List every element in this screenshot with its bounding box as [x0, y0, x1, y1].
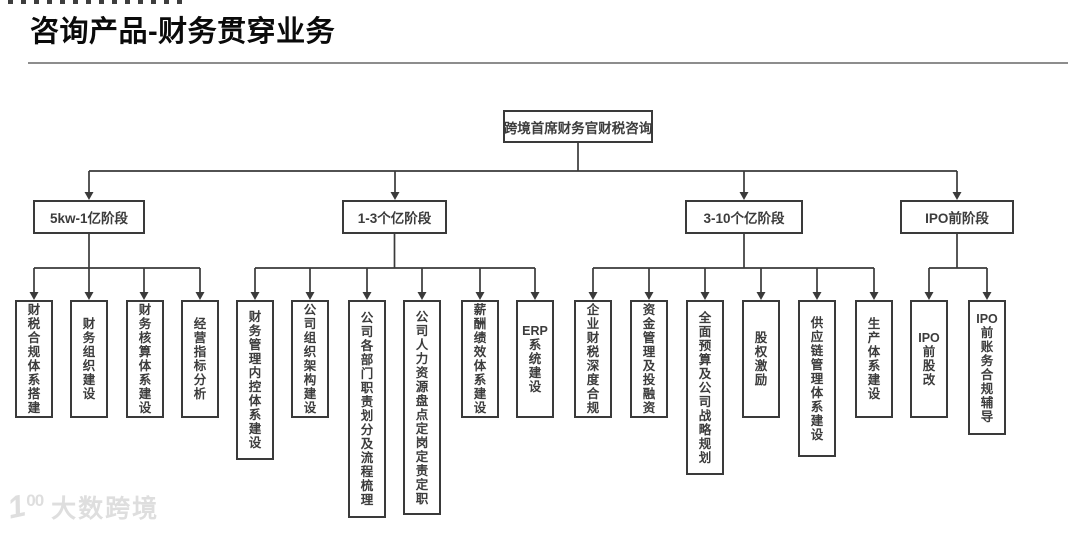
leaf-label: 财税合规体系搭建 [27, 303, 41, 415]
leaf-label: 企业财税深度合规 [586, 303, 600, 415]
stage-node-pre-ipo: IPO前阶段 [900, 200, 1014, 234]
leaf-label: 财务组织建设 [82, 317, 96, 401]
group1-bus-line [33, 234, 201, 292]
leaf-node: 企业财税深度合规 [574, 300, 612, 418]
leaf-node: 公司人力资源盘点定岗定责定职 [403, 300, 441, 515]
leaf-node: 公司各部门职责划分及流程梳理 [348, 300, 386, 518]
stage-node-3-10yi: 3-10个亿阶段 [685, 200, 803, 234]
leaf-node: 生产体系建设 [855, 300, 893, 418]
leaf-node: 资金管理及投融资 [630, 300, 668, 418]
root-bus-line [88, 143, 958, 192]
leaf-node: 供应链管理体系建设 [798, 300, 836, 457]
watermark-brand-text: 大数跨境 [51, 495, 160, 523]
group3-bus-line [592, 234, 875, 292]
group4-bus-line [928, 234, 988, 292]
group2-bus-line [254, 234, 536, 292]
leaf-label: 资金管理及投融资 [642, 303, 656, 415]
leaf-node: 财务核算体系建设 [126, 300, 164, 418]
root-node: 跨境首席财务官财税咨询 [503, 110, 653, 143]
leaf-node: 全面预算及公司战略规划 [686, 300, 724, 475]
leaf-label: 供应链管理体系建设 [810, 315, 824, 442]
leaf-label: 财务核算体系建设 [138, 303, 152, 415]
page-title: 咨询产品-财务贯穿业务 [30, 16, 336, 48]
clipped-text-artifact [8, 0, 186, 4]
leaf-label: 公司人力资源盘点定岗定责定职 [415, 309, 429, 506]
leaf-node: 财务组织建设 [70, 300, 108, 418]
leaf-node: 经营指标分析 [181, 300, 219, 418]
leaf-label: 公司各部门职责划分及流程梳理 [360, 311, 374, 507]
leaf-node: 财务管理内控体系建设 [236, 300, 274, 460]
leaf-node: 薪酬绩效体系建设 [461, 300, 499, 418]
title-divider [28, 62, 1068, 64]
leaf-node: 公司组织架构建设 [291, 300, 329, 418]
leaf-node: 股权激励 [742, 300, 780, 418]
leaf-label: 经营指标分析 [193, 317, 207, 401]
stage-node-1-3yi: 1-3个亿阶段 [342, 200, 447, 234]
stage-node-5kw-1yi: 5kw-1亿阶段 [33, 200, 145, 234]
leaf-label: 生产体系建设 [867, 317, 881, 401]
leaf-label: 薪酬绩效体系建设 [473, 303, 487, 415]
leaf-label: 全面预算及公司战略规划 [698, 310, 712, 465]
arrow-heads [29, 192, 992, 300]
leaf-label: 股权激励 [754, 331, 768, 387]
leaf-label: 财务管理内控体系建设 [248, 310, 262, 450]
leaf-label: 公司组织架构建设 [303, 303, 317, 415]
leaf-node: 财税合规体系搭建 [15, 300, 53, 418]
